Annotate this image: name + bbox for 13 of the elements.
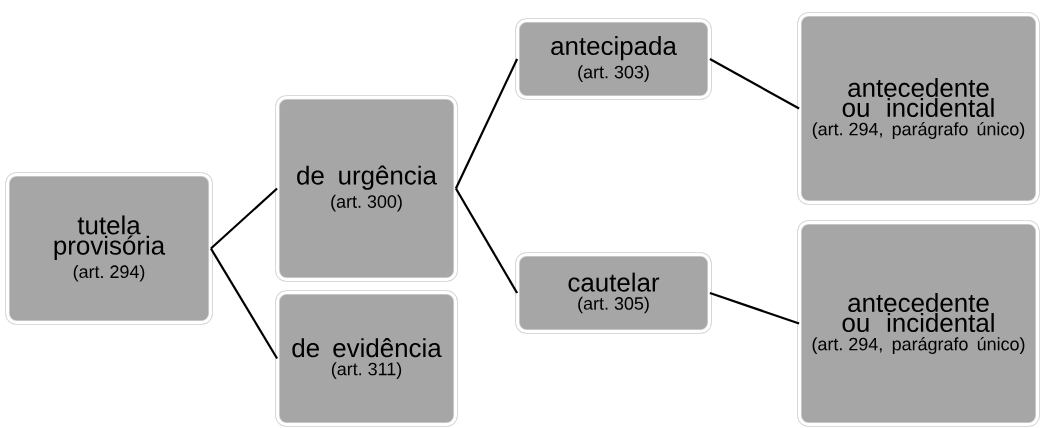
connector-line bbox=[454, 58, 519, 189]
text-box: antecipada (art. 303) bbox=[515, 18, 712, 100]
text-box: de urgência (art. 300) bbox=[275, 95, 458, 282]
connector-line bbox=[210, 187, 278, 250]
connector-line bbox=[454, 187, 519, 294]
text-box: de evidência (art. 311) bbox=[275, 290, 458, 427]
text-box: cautelar (art. 305) bbox=[515, 252, 712, 334]
text-box: tutela provisória (art. 294) bbox=[5, 172, 213, 325]
connector-line bbox=[209, 247, 279, 360]
text-box: antecedente ou incidental (art. 294, parágrafo único) bbox=[797, 220, 1040, 427]
text-box: antecedente ou incidental (art. 294, parágrafo único) bbox=[797, 12, 1040, 205]
connector-line bbox=[709, 291, 800, 325]
connector-line bbox=[709, 58, 800, 110]
